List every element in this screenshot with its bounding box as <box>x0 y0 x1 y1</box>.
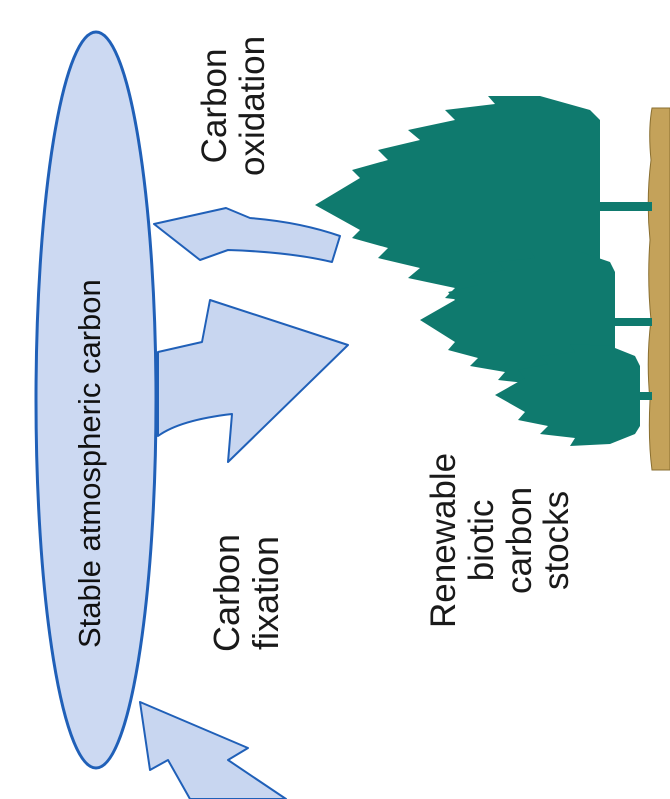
atmospheric-carbon-label: Stable atmospheric carbon <box>72 279 108 648</box>
carbon-fixation-line-1: Carbon <box>208 534 247 652</box>
carbon-fixation-line-2: fixation <box>247 534 286 652</box>
carbon-fixation-label: Carbon fixation <box>208 534 286 652</box>
carbon-oxidation-line-2: oxidation <box>234 36 272 176</box>
renewable-stocks-line-4: stocks <box>538 453 576 628</box>
carbon-fixation-arrow <box>158 300 348 462</box>
conifer-tree-icon <box>315 96 652 446</box>
bottom-inflow-arrow <box>140 702 286 799</box>
carbon-oxidation-line-1: Carbon <box>196 36 234 176</box>
renewable-stocks-line-1: Renewable <box>425 453 463 628</box>
renewable-stocks-line-2: biotic <box>463 453 501 628</box>
ground-strip <box>648 108 670 470</box>
carbon-oxidation-arrow <box>154 208 340 262</box>
renewable-stocks-line-3: carbon <box>501 453 539 628</box>
carbon-oxidation-label: Carbon oxidation <box>196 36 272 176</box>
renewable-stocks-label: Renewable biotic carbon stocks <box>425 453 576 628</box>
